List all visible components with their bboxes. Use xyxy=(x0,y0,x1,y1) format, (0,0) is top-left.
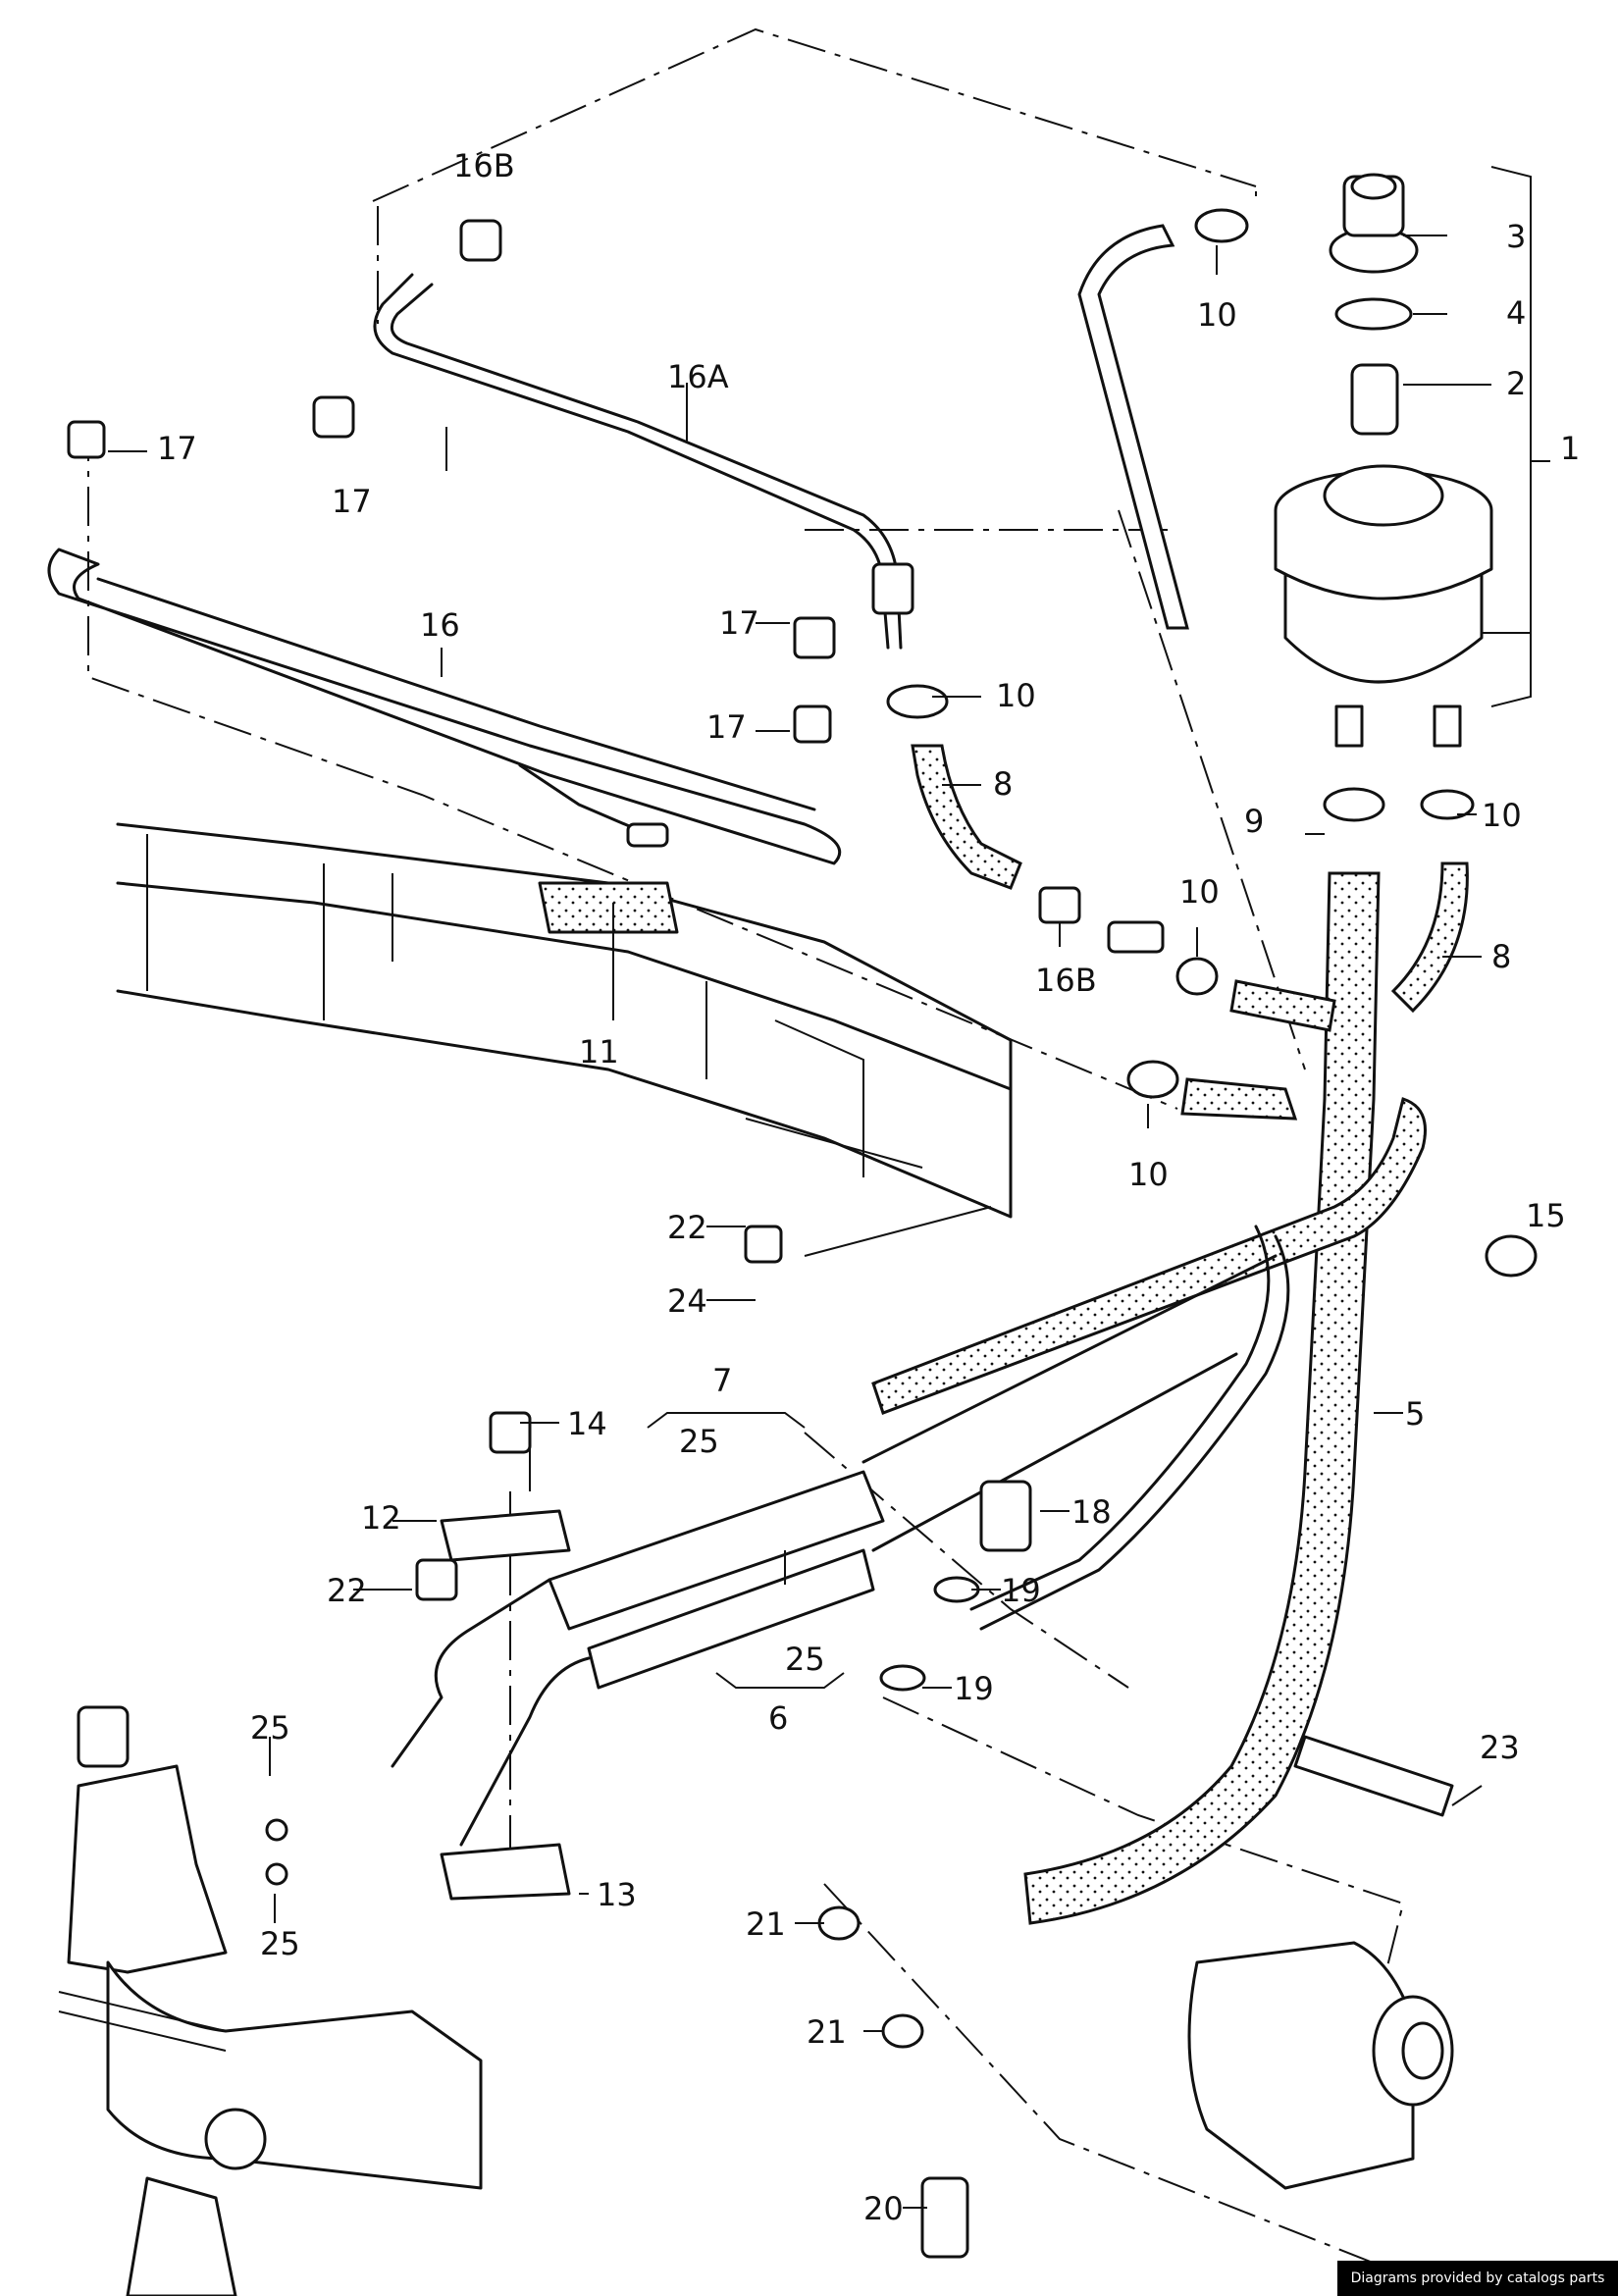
callout-labels: 1 2 3 4 5 6 7 8 8 9 10 10 10 10 10 11 12… xyxy=(157,147,1580,2227)
callout-16b-top: 16B xyxy=(453,147,515,184)
callout-1: 1 xyxy=(1560,430,1580,467)
callout-16a: 16A xyxy=(667,358,729,395)
callout-13: 13 xyxy=(597,1876,637,1913)
callout-8-left: 8 xyxy=(993,765,1013,803)
fluid-reservoir-assembly xyxy=(1274,166,1550,748)
callout-16: 16 xyxy=(420,606,460,644)
reservoir-cap xyxy=(1329,173,1419,274)
connector-16b-middle xyxy=(1038,886,1081,924)
hose-clamps xyxy=(886,208,1538,1278)
assembly-dashed-lines xyxy=(87,27,1434,2287)
callout-4: 4 xyxy=(1506,294,1526,332)
callout-2: 2 xyxy=(1506,365,1526,402)
connector-hose-lower xyxy=(1180,1077,1298,1121)
hose-8-right xyxy=(1390,861,1469,1014)
callout-18: 18 xyxy=(1071,1493,1112,1531)
group-bracket-7 xyxy=(647,1412,806,1429)
small-connector xyxy=(1107,920,1165,954)
reservoir-filter xyxy=(1350,363,1399,436)
fasteners xyxy=(67,219,1032,2259)
reservoir-body xyxy=(1274,464,1493,748)
steering-rack xyxy=(58,1705,483,2296)
callout-17-upper: 17 xyxy=(332,483,372,520)
connector-hose-middle xyxy=(1229,979,1336,1032)
callout-10-upper-mid: 10 xyxy=(996,677,1036,714)
callout-10-lower: 10 xyxy=(1128,1156,1169,1193)
callout-17-top-left: 17 xyxy=(157,430,197,467)
callout-21-upper: 21 xyxy=(746,1905,786,1943)
callout-9: 9 xyxy=(1244,803,1264,840)
callout-22-upper: 22 xyxy=(667,1209,707,1246)
callout-8-right: 8 xyxy=(1491,938,1511,975)
callout-12: 12 xyxy=(361,1499,401,1537)
callout-21-lower: 21 xyxy=(807,2013,847,2051)
callout-10-top: 10 xyxy=(1197,296,1237,334)
callout-20: 20 xyxy=(863,2190,904,2227)
pressure-line-assembly xyxy=(391,1097,1427,1847)
callout-25-over-7: 25 xyxy=(679,1423,719,1460)
group-bracket-6 xyxy=(715,1672,845,1689)
callout-10-right: 10 xyxy=(1482,797,1522,834)
callout-15: 15 xyxy=(1526,1197,1566,1234)
return-line-upper xyxy=(373,273,914,650)
callout-24: 24 xyxy=(667,1282,707,1320)
hose-8-left xyxy=(911,744,1022,890)
footer-credit: Diagrams provided by catalogs parts xyxy=(1337,2261,1618,2296)
subframe-crossmember xyxy=(116,822,1013,1257)
leader-lines xyxy=(108,235,1531,2209)
return-hose-vertical xyxy=(1077,224,1189,630)
callout-19-upper: 19 xyxy=(1001,1572,1041,1609)
callout-11: 11 xyxy=(579,1033,619,1070)
callout-23: 23 xyxy=(1480,1729,1520,1766)
callout-5: 5 xyxy=(1405,1395,1425,1433)
callout-25-lower-left: 25 xyxy=(260,1925,300,1962)
callout-25-upper-left: 25 xyxy=(250,1709,290,1747)
cap-seal-ring xyxy=(1334,297,1413,331)
callout-17-lower: 17 xyxy=(706,708,747,746)
callout-17-mid: 17 xyxy=(719,604,759,642)
callout-10-mid: 10 xyxy=(1179,873,1220,911)
cooling-pipe-loop xyxy=(47,548,842,865)
callout-22-lower: 22 xyxy=(327,1572,367,1609)
callout-16b-mid: 16B xyxy=(1035,962,1097,999)
callout-25-over-6: 25 xyxy=(785,1641,825,1678)
callout-3: 3 xyxy=(1506,218,1526,255)
callout-14: 14 xyxy=(567,1405,607,1442)
supply-hose-5 xyxy=(1023,871,1381,1925)
seal-washers xyxy=(265,1576,980,2049)
callout-7: 7 xyxy=(712,1362,732,1399)
callout-19-lower: 19 xyxy=(954,1670,994,1707)
power-steering-pump xyxy=(1187,1941,1454,2190)
callout-6: 6 xyxy=(768,1699,788,1737)
brackets xyxy=(440,881,1454,1901)
